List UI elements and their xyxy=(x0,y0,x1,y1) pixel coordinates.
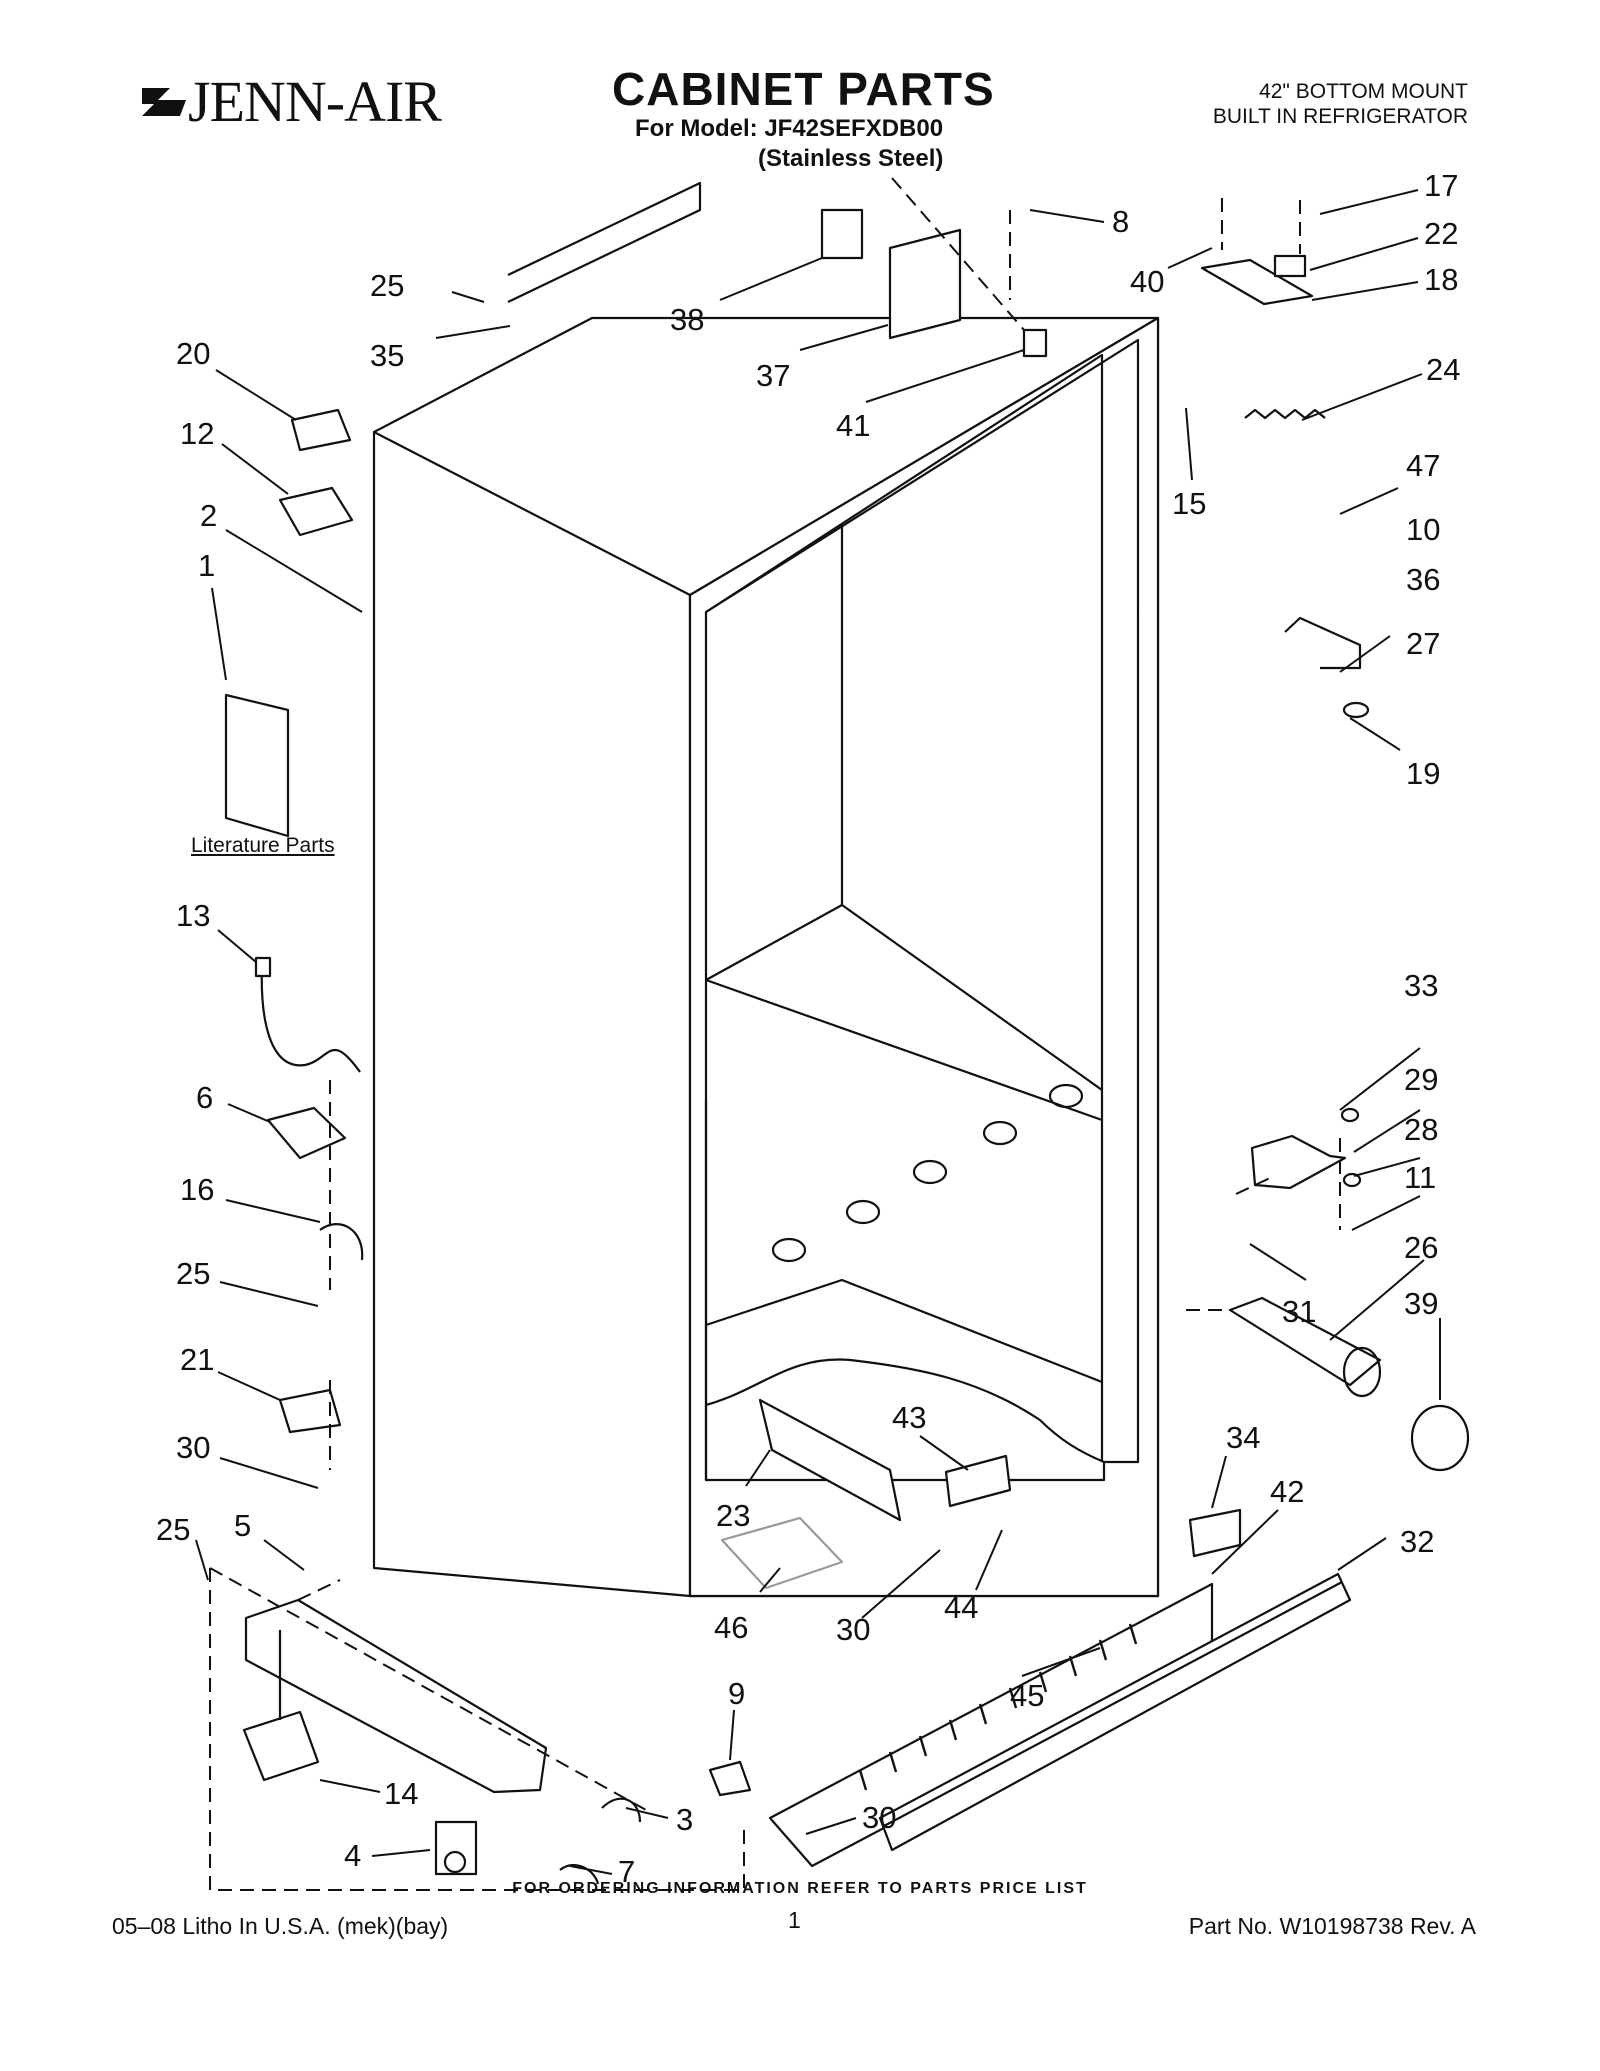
callout-45: 45 xyxy=(1010,1678,1044,1713)
page-number: 1 xyxy=(788,1907,801,1933)
callout-3: 3 xyxy=(676,1802,693,1837)
callout-4: 4 xyxy=(344,1838,361,1873)
model-finish: (Stainless Steel) xyxy=(758,145,944,172)
callout-23: 23 xyxy=(716,1498,750,1533)
callout-30-bottom: 30 xyxy=(862,1800,896,1835)
callout-8: 8 xyxy=(1112,204,1129,239)
callout-14: 14 xyxy=(384,1776,418,1811)
callout-13: 13 xyxy=(176,898,210,933)
model-number: For Model: JF42SEFXDB00 xyxy=(635,115,944,142)
callout-35: 35 xyxy=(370,338,404,373)
callout-20: 20 xyxy=(176,336,210,371)
callout-42: 42 xyxy=(1270,1474,1304,1509)
callout-38: 38 xyxy=(670,302,704,337)
callout-25-mid: 25 xyxy=(176,1256,210,1291)
callout-39: 39 xyxy=(1404,1286,1438,1321)
callout-32: 32 xyxy=(1400,1524,1434,1559)
callout-30-center: 30 xyxy=(836,1612,870,1647)
callout-24: 24 xyxy=(1426,352,1460,387)
callout-25-top: 25 xyxy=(370,268,404,303)
callout-34: 34 xyxy=(1226,1420,1260,1455)
callout-46: 46 xyxy=(714,1610,748,1645)
callout-30-left: 30 xyxy=(176,1430,210,1465)
callout-44: 44 xyxy=(944,1590,978,1625)
callout-22: 22 xyxy=(1424,216,1458,251)
callout-10: 10 xyxy=(1406,512,1440,547)
callout-28: 28 xyxy=(1404,1112,1438,1147)
product-line-1: 42" BOTTOM MOUNT xyxy=(1259,80,1468,103)
callout-18: 18 xyxy=(1424,262,1458,297)
callout-33: 33 xyxy=(1404,968,1438,1003)
litho-info: 05–08 Litho In U.S.A. (mek)(bay) xyxy=(112,1913,449,1939)
brand-name: JENN-AIR xyxy=(188,69,442,134)
callout-17: 17 xyxy=(1424,168,1458,203)
product-line-2: BUILT IN REFRIGERATOR xyxy=(1212,105,1468,128)
leader-lines xyxy=(195,189,1441,1875)
cabinet-shell xyxy=(372,316,1160,1598)
callout-43: 43 xyxy=(892,1400,926,1435)
left-side-parts xyxy=(224,408,752,1885)
callout-12: 12 xyxy=(180,416,214,451)
part-number: Part No. W10198738 Rev. A xyxy=(1188,1913,1476,1939)
callout-25-bottom: 25 xyxy=(156,1512,190,1547)
jenn-air-flag-icon xyxy=(142,87,186,116)
top-hinge-assembly xyxy=(820,208,1370,719)
callout-16: 16 xyxy=(180,1172,214,1207)
callout-21: 21 xyxy=(180,1342,214,1377)
rear-top-panel xyxy=(507,181,702,303)
callout-37: 37 xyxy=(756,358,790,393)
callout-11: 11 xyxy=(1404,1160,1436,1195)
callout-6: 6 xyxy=(196,1080,213,1115)
callout-1: 1 xyxy=(198,548,215,583)
callout-7: 7 xyxy=(618,1854,635,1889)
callout-31: 31 xyxy=(1282,1294,1316,1329)
callout-40: 40 xyxy=(1130,264,1164,299)
lower-center-parts xyxy=(720,1107,1470,1868)
brand-logo: JENN-AIR xyxy=(140,68,442,135)
ordering-note: FOR ORDERING INFORMATION REFER TO PARTS … xyxy=(512,1880,1088,1897)
callout-numbers: 8 17 22 18 40 38 37 41 25 35 20 12 2 1 1… xyxy=(156,168,1460,1889)
callout-26: 26 xyxy=(1404,1230,1438,1265)
literature-parts-label: Literature Parts xyxy=(191,834,335,857)
exploded-view-guides xyxy=(209,177,1341,1891)
callout-15: 15 xyxy=(1172,486,1206,521)
callout-9: 9 xyxy=(728,1676,745,1711)
callout-41: 41 xyxy=(836,408,870,443)
callout-36: 36 xyxy=(1406,562,1440,597)
callout-19: 19 xyxy=(1406,756,1440,791)
callout-27: 27 xyxy=(1406,626,1440,661)
callout-47: 47 xyxy=(1406,448,1440,483)
callout-2: 2 xyxy=(200,498,217,533)
callout-29: 29 xyxy=(1404,1062,1438,1097)
page-title: CABINET PARTS xyxy=(612,63,995,115)
callout-5: 5 xyxy=(234,1508,251,1543)
